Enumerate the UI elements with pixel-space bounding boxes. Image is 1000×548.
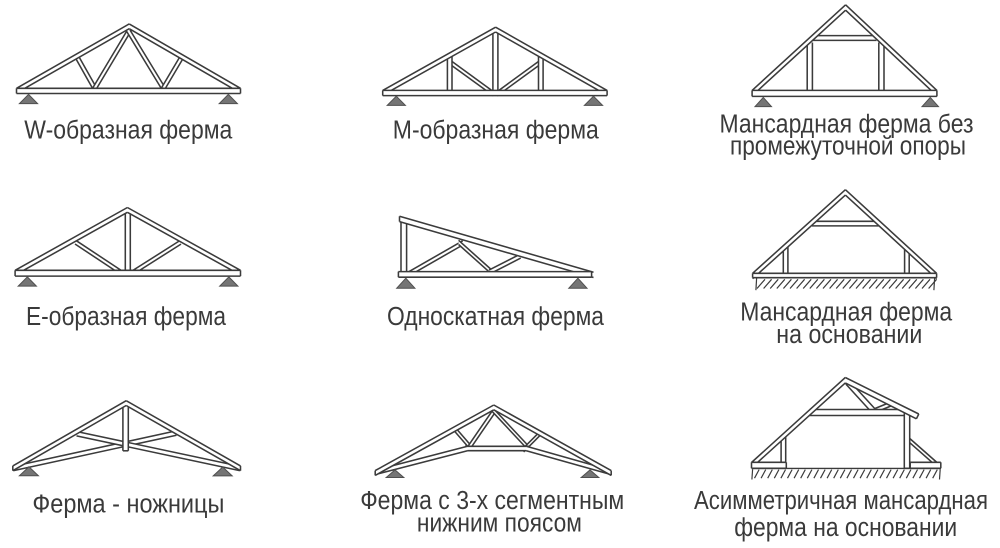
svg-text:Мансардная ферма без: Мансардная ферма без [720,110,974,138]
svg-text:ферма на основании: ферма на основании [734,514,957,542]
svg-text:нижним поясом: нижним поясом [417,509,582,537]
svg-text:Ферма с 3-х сегментным: Ферма с 3-х сегментным [360,487,624,515]
svg-text:Е-образная ферма: Е-образная ферма [26,303,227,331]
svg-text:Односкатная ферма: Односкатная ферма [387,303,605,331]
svg-text:Асимметричная мансардная: Асимметричная мансардная [694,487,988,515]
svg-text:Ферма - ножницы: Ферма - ножницы [32,490,224,518]
svg-text:М-образная ферма: М-образная ферма [393,116,600,144]
svg-text:W-образная ферма: W-образная ферма [24,116,233,144]
svg-text:промежуточной опоры: промежуточной опоры [730,133,966,161]
svg-text:Мансардная ферма: Мансардная ферма [740,299,953,327]
svg-text:на основании: на основании [776,321,922,349]
